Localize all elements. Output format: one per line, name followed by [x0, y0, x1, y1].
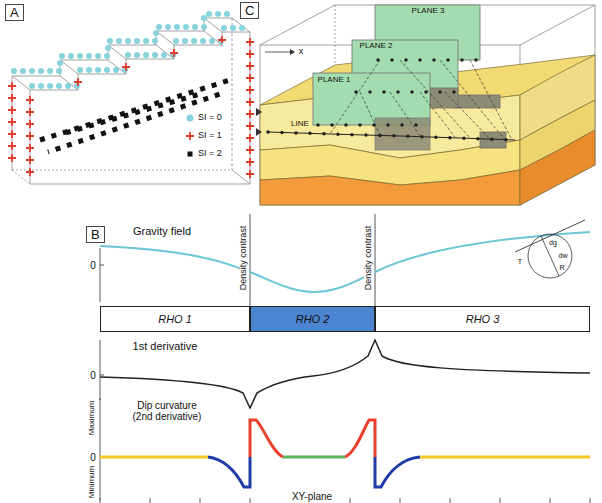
profile-planes [313, 5, 506, 150]
si1-plus-vertical [12, 36, 250, 180]
boundary-label: Density contrast [239, 225, 249, 292]
line-stations [268, 132, 515, 140]
symbol-label: dw [559, 252, 568, 260]
staircase-wireframe [12, 18, 250, 184]
axis-label: XY-plane [292, 491, 332, 502]
projection-lines [330, 60, 512, 140]
curvature-curve [100, 420, 590, 487]
curvature-maximum [250, 420, 283, 457]
symbol-label: dg [549, 239, 557, 247]
curvature-minimum [375, 457, 420, 487]
si0-dots [32, 28, 250, 86]
si2-squares [40, 80, 230, 140]
plane-shadow [455, 95, 500, 108]
si2-squares [62, 94, 200, 134]
si2-points [40, 80, 230, 152]
block-frame [260, 5, 595, 205]
density-block: RHO 1 [100, 306, 250, 332]
symbol-label: T [518, 258, 522, 266]
si1-points [12, 36, 250, 180]
legend-text: SI = 1 [198, 131, 222, 141]
plane-label: PLANE 3 [412, 7, 445, 16]
dashed-projections [330, 60, 512, 140]
hidden-edge [232, 18, 233, 170]
x-ticks [100, 498, 590, 503]
axis-arrowhead [290, 49, 295, 55]
legend-text: SI = 0 [198, 113, 222, 123]
frame-depth [260, 5, 595, 205]
radius-line [541, 236, 559, 276]
side-lower-layer [520, 130, 595, 205]
node-text: RHO 1 [158, 313, 192, 325]
plot-title: Dip curvature (2nd derivative) [127, 400, 207, 422]
legend-text: SI = 2 [198, 149, 222, 159]
edge-marker [256, 108, 262, 136]
si1-plus-horizontal [12, 36, 250, 180]
plane-stations [378, 58, 478, 62]
hidden-edge [12, 170, 232, 171]
density-block: RHO 3 [375, 306, 590, 332]
panel-letter: B [86, 226, 105, 243]
survey-line [268, 132, 515, 140]
node-text: RHO 2 [296, 313, 330, 325]
plane-stations [318, 123, 428, 127]
tangent-line [515, 220, 585, 252]
line-label: LINE [291, 120, 309, 129]
axis-tick-label: 0 [90, 452, 96, 463]
legend-dot-symbol [187, 115, 194, 122]
si2-squares [48, 92, 226, 152]
plane-label: PLANE 1 [318, 76, 351, 85]
axis-label: Minimum [88, 466, 97, 498]
gravity-curve [100, 232, 590, 292]
curvature-circle [528, 234, 572, 278]
gravity-axis [100, 248, 104, 302]
plane-label: PLANE 2 [360, 42, 393, 51]
si0-dots [14, 14, 232, 71]
panel-letter: C [240, 2, 259, 19]
back-profile [12, 18, 232, 170]
legend-plus-symbol [186, 132, 194, 140]
plane-shadow [375, 118, 430, 150]
axis-arrow [265, 52, 290, 53]
curvature-maximum [345, 420, 375, 457]
node-text: C [245, 3, 254, 18]
axis-tick-label: 0 [90, 260, 96, 271]
curvature-minimum [208, 457, 250, 487]
boundary-label: Density contrast [364, 225, 374, 292]
panel-letter: A [5, 4, 24, 21]
derivative-axis [100, 340, 104, 400]
depth-edges [12, 18, 250, 184]
density-block: RHO 2 [250, 306, 375, 332]
curvature-axis [100, 398, 104, 500]
derivative-curve [100, 340, 590, 408]
curvature-zero [283, 456, 345, 459]
plot-title: 1st derivative [133, 340, 198, 352]
node-text: B [91, 227, 100, 242]
station-dots [268, 60, 515, 140]
symbol-label: R [559, 264, 564, 272]
plane-stations [356, 90, 456, 94]
node-text: A [10, 5, 19, 20]
axis-label: x [299, 47, 304, 57]
node-text: RHO 3 [466, 313, 500, 325]
axis-tick-label: 0 [90, 370, 96, 381]
plot-title: Gravity field [133, 225, 191, 237]
lower-layer [260, 170, 520, 205]
geology-layers [260, 55, 595, 205]
axis-label: Maximum [88, 401, 97, 436]
legend-square-symbol [188, 152, 193, 157]
si0-points [14, 14, 250, 86]
